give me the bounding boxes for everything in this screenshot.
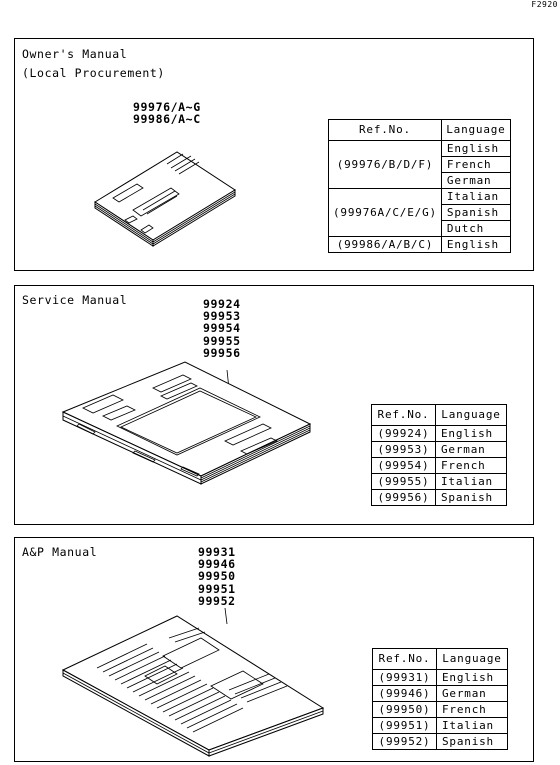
owners-manual-ref-table: Ref.No. Language (99976/B/D/F) English F… — [328, 119, 511, 253]
owners-manual-subtitle: (Local Procurement) — [22, 66, 165, 80]
service-manual-ref-table: Ref.No. Language (99924)English (99953)G… — [371, 404, 507, 506]
ref-no-cell: (99953) — [371, 441, 436, 458]
language-cell: English — [440, 236, 511, 253]
language-header: Language — [436, 648, 508, 670]
service-manual-panel: Service Manual 99924 99953 99954 99955 9… — [14, 285, 534, 525]
language-cell: Spanish — [435, 489, 507, 506]
part-number: 99950 — [198, 569, 236, 584]
language-cell: English — [440, 140, 511, 157]
language-cell: German — [440, 172, 511, 189]
language-header: Language — [440, 119, 511, 141]
ref-no-cell: (99950) — [372, 701, 437, 718]
language-header: Language — [435, 404, 507, 426]
owners-manual-part-numbers: 99976/A~G 99986/A~C — [133, 100, 201, 127]
ref-no-cell: (99946) — [372, 685, 437, 702]
language-cell: Italian — [435, 473, 507, 490]
language-cell: German — [435, 441, 507, 458]
language-cell: Spanish — [436, 733, 508, 750]
ref-no-header: Ref.No. — [372, 648, 437, 670]
service-manual-title: Service Manual — [22, 293, 128, 307]
part-number: 99956 — [203, 345, 241, 360]
figure-id: F2920 — [531, 0, 558, 9]
part-number: 99951 — [198, 581, 236, 596]
part-number: 99946 — [198, 557, 236, 572]
language-cell: Italian — [440, 188, 511, 205]
service-manual-part-numbers: 99924 99953 99954 99955 99956 — [203, 298, 241, 359]
language-cell: Italian — [436, 717, 508, 734]
part-number: 99953 — [203, 309, 241, 324]
ref-no-cell: (99955) — [371, 473, 436, 490]
ref-no-cell: (99954) — [371, 457, 436, 474]
part-number: 99954 — [203, 321, 241, 336]
part-number: 99931 — [198, 545, 236, 559]
language-cell: Dutch — [440, 220, 511, 237]
ref-no-cell: (99976A/C/E/G) — [328, 188, 442, 237]
language-cell: English — [435, 425, 507, 442]
ref-no-cell: (99956) — [371, 489, 436, 506]
ref-no-cell: (99976/B/D/F) — [328, 140, 442, 189]
language-cell: Spanish — [440, 204, 511, 221]
language-cell: German — [436, 685, 508, 702]
part-number: 99952 — [198, 593, 236, 608]
part-number: 99986/A~C — [133, 112, 201, 127]
language-cell: English — [436, 669, 508, 686]
language-cell: French — [435, 457, 507, 474]
ap-manual-title: A&P Manual — [22, 545, 98, 559]
owners-manual-title: Owner's Manual — [22, 47, 128, 61]
ref-no-cell: (99924) — [371, 425, 436, 442]
ref-no-cell: (99931) — [372, 669, 437, 686]
ref-no-header: Ref.No. — [328, 119, 442, 141]
ap-manual-ref-table: Ref.No. Language (99931)English (99946)G… — [372, 648, 508, 750]
language-cell: French — [440, 156, 511, 173]
owners-manual-illustration — [94, 151, 236, 247]
part-number: 99955 — [203, 333, 241, 348]
ref-no-cell: (99951) — [372, 717, 437, 734]
owners-manual-panel: Owner's Manual (Local Procurement) 99976… — [14, 38, 534, 271]
ap-manual-part-numbers: 99931 99946 99950 99951 99952 — [198, 546, 236, 607]
ref-no-header: Ref.No. — [371, 404, 436, 426]
ap-manual-panel: A&P Manual 99931 99946 99950 99951 99952 — [14, 537, 534, 762]
part-number: 99976/A~G — [133, 100, 201, 114]
language-cell: French — [436, 701, 508, 718]
ap-manual-illustration — [61, 607, 325, 757]
ref-no-cell: (99986/A/B/C) — [328, 236, 442, 253]
part-number: 99924 — [203, 297, 241, 311]
service-manual-illustration — [61, 361, 312, 485]
ref-no-cell: (99952) — [372, 733, 437, 750]
